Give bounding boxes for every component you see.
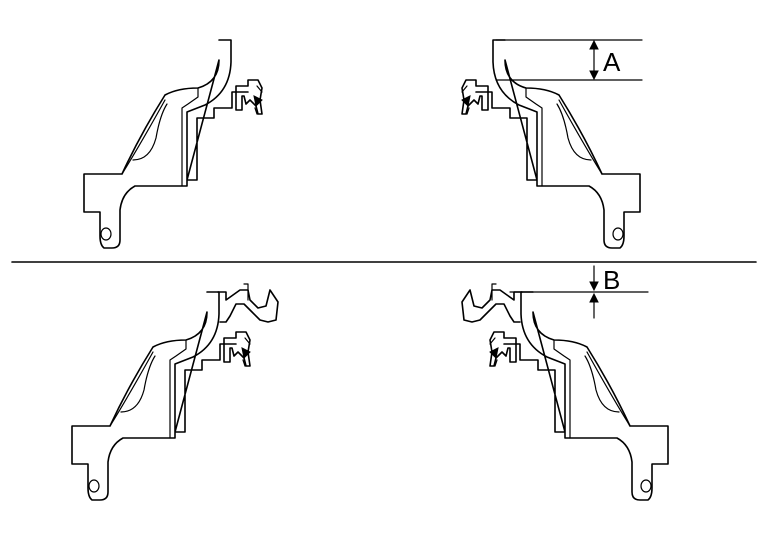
top-left-knuckle	[83, 39, 263, 249]
bottom-right-dust-shield	[461, 283, 523, 323]
dimension-a-indicator: A	[495, 39, 643, 81]
bottom-left-dust-shield	[217, 283, 279, 323]
dimension-b-indicator: B	[509, 265, 649, 319]
dimension-a-label: A	[603, 47, 621, 77]
dimension-b-label: B	[603, 265, 620, 295]
bottom-left-knuckle	[71, 283, 279, 501]
bottom-right-knuckle	[461, 283, 669, 501]
